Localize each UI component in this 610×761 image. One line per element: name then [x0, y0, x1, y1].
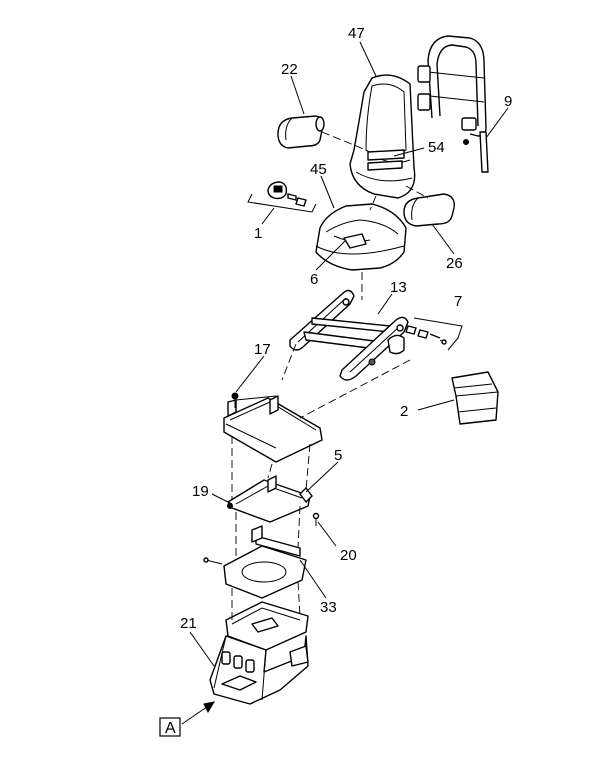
callout-47: 47 — [348, 25, 365, 42]
callout-26: 26 — [446, 255, 463, 272]
headrest-guard-part-9 — [417, 35, 489, 173]
callout-13: 13 — [390, 279, 407, 296]
pedestal-base-part-21 — [209, 601, 309, 705]
callout-33: 33 — [320, 599, 337, 616]
callout-2: 2 — [400, 403, 408, 420]
seat-back-cushion-part-47 — [349, 74, 416, 199]
seat-slide-part-13 — [289, 289, 409, 381]
left-armrest-part-22 — [277, 115, 325, 149]
callout-21: 21 — [180, 615, 197, 632]
callout-5: 5 — [334, 447, 342, 464]
callout-1: 1 — [254, 225, 262, 242]
callout-9: 9 — [504, 93, 512, 110]
view-reference-box — [159, 717, 181, 737]
mid-plate-part-19 — [227, 475, 320, 526]
callout-19: 19 — [192, 483, 209, 500]
callout-numbers: 47 22 9 54 45 1 26 6 13 7 17 2 5 19 20 3… — [180, 25, 512, 632]
knob-kit-part-1 — [247, 181, 317, 213]
callout-6: 6 — [310, 271, 318, 288]
alignment-lines — [231, 131, 429, 620]
hardware-kit-part-7 — [405, 317, 463, 351]
callout-22: 22 — [281, 61, 298, 78]
right-armrest-part-26 — [403, 193, 455, 227]
callout-54: 54 — [428, 139, 445, 156]
callout-45: 45 — [310, 161, 327, 178]
callout-leader-lines — [181, 41, 509, 725]
upper-mounting-plate-part-17 — [223, 392, 323, 463]
callout-17: 17 — [254, 341, 271, 358]
seat-cushion-part-45 — [315, 203, 407, 271]
storage-pouch-part-2 — [451, 371, 499, 425]
swivel-plate-part-33 — [203, 525, 307, 599]
callout-20: 20 — [340, 547, 357, 564]
callout-7: 7 — [454, 293, 462, 310]
view-reference-letter: A — [165, 720, 176, 737]
view-reference-marker: A — [159, 717, 181, 737]
